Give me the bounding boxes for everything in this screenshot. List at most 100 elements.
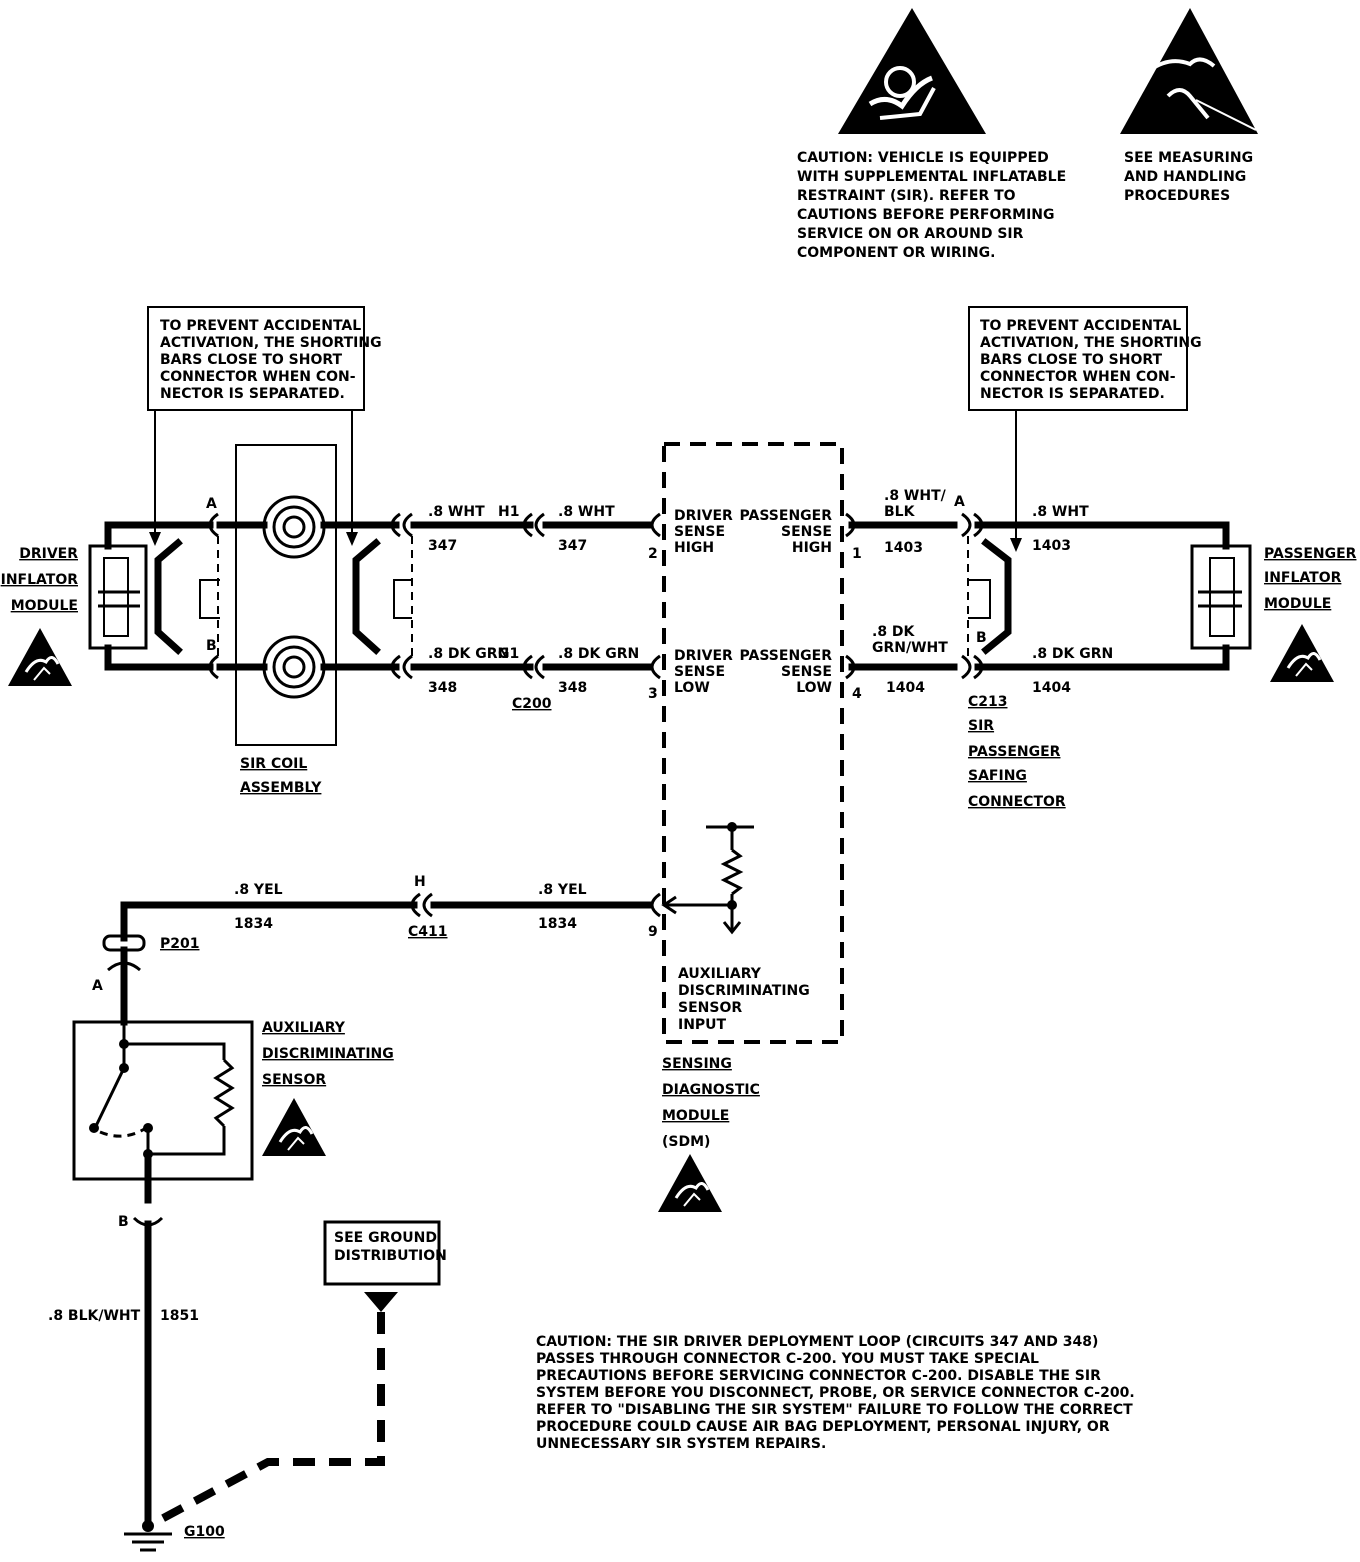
svg-text:REFER TO "DISABLING THE SIR SY: REFER TO "DISABLING THE SIR SYSTEM" FAIL… [536, 1402, 1133, 1418]
wire-1404: .8 DK GRN/WHT 1404 .8 DK GRN 1404 [848, 624, 1230, 696]
svg-text:G1: G1 [498, 646, 519, 662]
esd-handling-note: SEE MEASURING AND HANDLING PROCEDURES [1124, 150, 1253, 204]
svg-text:SENSOR: SENSOR [262, 1072, 326, 1088]
svg-text:B: B [118, 1214, 129, 1230]
svg-text:1404: 1404 [1032, 680, 1071, 696]
svg-text:DISTRIBUTION: DISTRIBUTION [334, 1248, 447, 1264]
shorting-bar-note-right: TO PREVENT ACCIDENTAL ACTIVATION, THE SH… [968, 306, 1202, 411]
svg-text:347: 347 [558, 538, 587, 554]
svg-text:PASSENGER: PASSENGER [740, 648, 833, 664]
svg-text:SYSTEM BEFORE YOU DISCONNECT,: SYSTEM BEFORE YOU DISCONNECT, PROBE, OR … [536, 1385, 1135, 1401]
svg-text:PASSENGER: PASSENGER [1264, 546, 1357, 562]
svg-text:CONNECTOR: CONNECTOR [968, 794, 1066, 810]
svg-text:DRIVER: DRIVER [674, 648, 733, 664]
svg-text:C213: C213 [968, 694, 1008, 710]
svg-text:INFLATOR: INFLATOR [1264, 570, 1342, 586]
svg-text:1403: 1403 [1032, 538, 1071, 554]
svg-text:348: 348 [558, 680, 587, 696]
svg-text:3: 3 [648, 686, 658, 702]
svg-text:ACTIVATION, THE SHORTING: ACTIVATION, THE SHORTING [980, 335, 1202, 351]
svg-text:DRIVER: DRIVER [19, 546, 78, 562]
svg-text:1851: 1851 [160, 1308, 199, 1324]
svg-text:9: 9 [648, 924, 658, 940]
wire-1851: B .8 BLK/WHT 1851 [48, 1214, 199, 1526]
coil-connector [390, 512, 413, 680]
svg-text:COMPONENT OR WIRING.: COMPONENT OR WIRING. [797, 245, 995, 261]
svg-text:1834: 1834 [538, 916, 577, 932]
svg-text:P201: P201 [160, 936, 199, 952]
caution-sir-note: CAUTION: VEHICLE IS EQUIPPED WITH SUPPLE… [797, 150, 1066, 261]
esd-warning-icon [1120, 8, 1258, 134]
svg-text:A: A [206, 496, 217, 512]
svg-text:H1: H1 [498, 504, 519, 520]
svg-text:AND HANDLING: AND HANDLING [1124, 169, 1246, 185]
svg-text:B: B [976, 630, 987, 646]
svg-text:ASSEMBLY: ASSEMBLY [240, 780, 322, 796]
svg-text:1403: 1403 [884, 540, 923, 556]
svg-text:SENSE: SENSE [674, 664, 725, 680]
svg-text:CAUTION: THE SIR DRIVER DEPLO: CAUTION: THE SIR DRIVER DEPLOYMENT LOOP … [536, 1334, 1098, 1350]
svg-text:TO PREVENT ACCIDENTAL: TO PREVENT ACCIDENTAL [980, 318, 1181, 334]
svg-text:CONNECTOR WHEN CON-: CONNECTOR WHEN CON- [160, 369, 356, 385]
svg-text:MODULE: MODULE [11, 598, 78, 614]
svg-text:A: A [92, 978, 103, 994]
svg-text:AUXILIARY: AUXILIARY [678, 966, 762, 982]
svg-text:PROCEDURES: PROCEDURES [1124, 188, 1230, 204]
svg-text:UNNECESSARY SIR SYSTEM REPAIRS: UNNECESSARY SIR SYSTEM REPAIRS. [536, 1436, 826, 1452]
auxiliary-discriminating-sensor [72, 1020, 254, 1204]
svg-text:H: H [414, 874, 426, 890]
svg-text:MODULE: MODULE [662, 1108, 729, 1124]
svg-text:SEE GROUND: SEE GROUND [334, 1230, 437, 1246]
c213-label: C213 SIR PASSENGER SAFING CONNECTOR [968, 694, 1066, 810]
svg-text:A: A [954, 494, 965, 510]
svg-text:1: 1 [852, 546, 862, 562]
svg-text:SENSOR: SENSOR [678, 1000, 742, 1016]
svg-text:1834: 1834 [234, 916, 273, 932]
wire-1834: .8 YEL 1834 H C411 .8 YEL 1834 [120, 874, 654, 942]
wire-348: .8 DK GRN 348 G1 C200 .8 DK GRN 348 [410, 646, 654, 712]
svg-text:(SDM): (SDM) [662, 1134, 710, 1150]
sdm-pin-labels: DRIVER SENSE HIGH DRIVER SENSE LOW PASSE… [674, 508, 832, 1033]
svg-text:.8 YEL: .8 YEL [234, 882, 283, 898]
p201-connector: P201 A [92, 934, 199, 1026]
svg-text:SERVICE ON OR AROUND SIR: SERVICE ON OR AROUND SIR [797, 226, 1024, 242]
svg-text:NECTOR IS SEPARATED.: NECTOR IS SEPARATED. [160, 386, 345, 402]
esd-warning-icon [6, 626, 74, 688]
svg-text:SEE MEASURING: SEE MEASURING [1124, 150, 1253, 166]
svg-text:SIR: SIR [968, 718, 994, 734]
svg-text:4: 4 [852, 686, 862, 702]
esd-warning-icon [656, 1152, 724, 1214]
svg-text:SAFING: SAFING [968, 768, 1027, 784]
aux-sensor-label: AUXILIARY DISCRIMINATING SENSOR [262, 1020, 394, 1088]
svg-text:347: 347 [428, 538, 457, 554]
svg-text:NECTOR IS SEPARATED.: NECTOR IS SEPARATED. [980, 386, 1165, 402]
svg-text:.8 WHT: .8 WHT [558, 504, 615, 520]
svg-text:SENSE: SENSE [781, 524, 832, 540]
ground-distribution-link: SEE GROUND DISTRIBUTION [154, 1220, 447, 1526]
svg-text:BARS CLOSE TO SHORT: BARS CLOSE TO SHORT [160, 352, 343, 368]
svg-text:PROCEDURE COULD CAUSE AIR BAG: PROCEDURE COULD CAUSE AIR BAG DEPLOYMENT… [536, 1419, 1110, 1435]
svg-text:DISCRIMINATING: DISCRIMINATING [678, 983, 810, 999]
ground-icon: G100 [124, 1520, 225, 1552]
svg-text:.8 DK GRN: .8 DK GRN [428, 646, 509, 662]
airbag-warning-icon [838, 8, 986, 134]
svg-text:PASSENGER: PASSENGER [740, 508, 833, 524]
svg-text:C411: C411 [408, 924, 448, 940]
svg-text:.8 YEL: .8 YEL [538, 882, 587, 898]
caution-c200-note: CAUTION: THE SIR DRIVER DEPLOYMENT LOOP … [536, 1334, 1135, 1452]
svg-text:ACTIVATION, THE SHORTING: ACTIVATION, THE SHORTING [160, 335, 382, 351]
esd-warning-icon [1268, 622, 1336, 684]
svg-text:PASSES THROUGH CONNECTOR C-200: PASSES THROUGH CONNECTOR C-200. YOU MUST… [536, 1351, 1039, 1367]
passenger-inflator-module [1190, 521, 1252, 671]
svg-text:HIGH: HIGH [674, 540, 714, 556]
svg-text:CONNECTOR WHEN CON-: CONNECTOR WHEN CON- [980, 369, 1176, 385]
svg-text:CAUTIONS BEFORE PERFORMING: CAUTIONS BEFORE PERFORMING [797, 207, 1055, 223]
svg-text:2: 2 [648, 546, 658, 562]
svg-text:1404: 1404 [886, 680, 925, 696]
driver-connector: A B [199, 496, 220, 680]
driver-inflator-module [88, 521, 214, 671]
svg-text:G100: G100 [184, 1524, 225, 1540]
svg-text:SIR COIL: SIR COIL [240, 756, 307, 772]
svg-text:PASSENGER: PASSENGER [968, 744, 1061, 760]
svg-text:DISCRIMINATING: DISCRIMINATING [262, 1046, 394, 1062]
